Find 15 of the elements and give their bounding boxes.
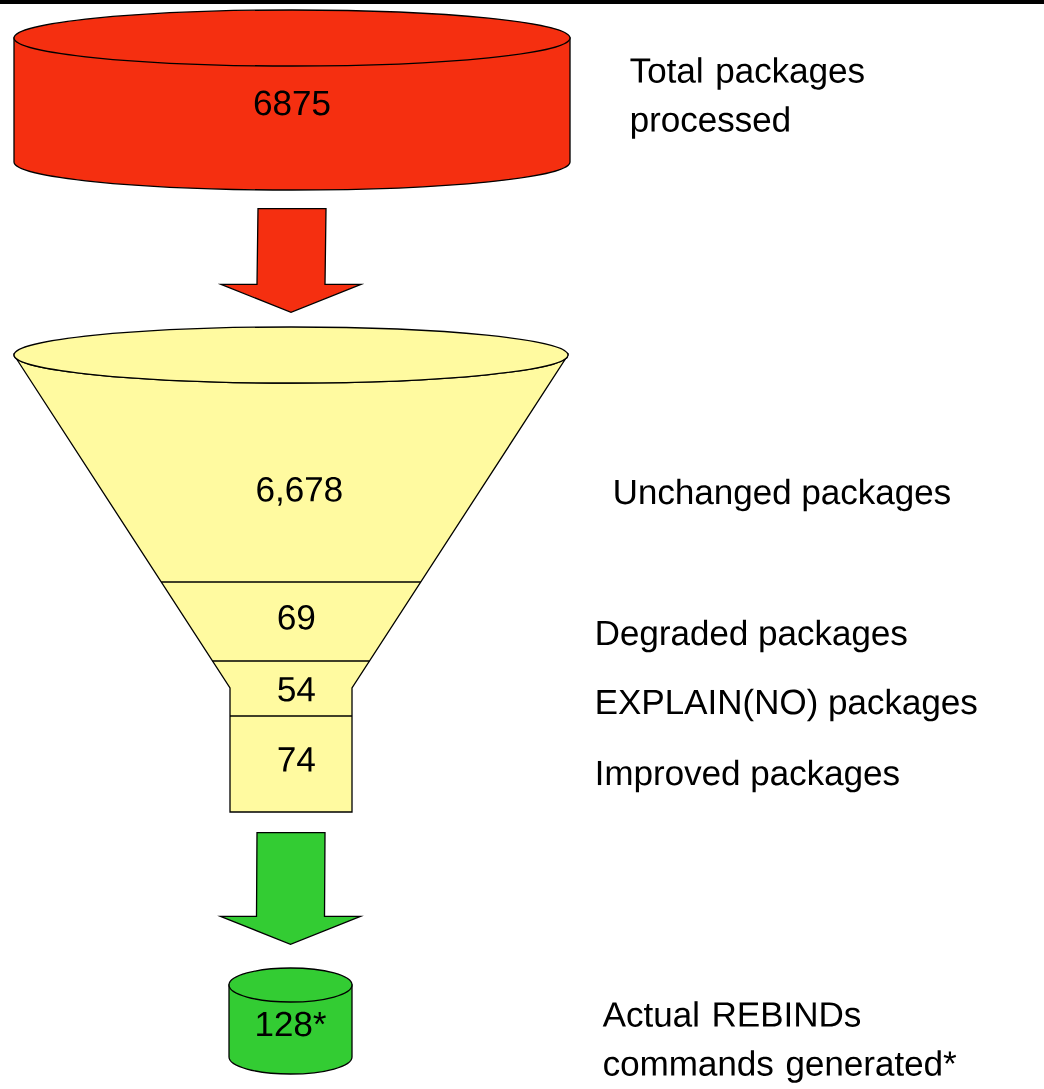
- label: Actual REBINDs commands generated*: [602, 1001, 957, 1083]
- block-arrow: [217, 208, 365, 314]
- label: Degraded packages: [597, 619, 907, 653]
- label: Total packages processed: [630, 57, 864, 139]
- cylinder: 128*: [228, 967, 353, 1075]
- label: EXPLAIN(NO) packages: [597, 688, 977, 722]
- funnel-section-value: 54: [278, 677, 315, 702]
- funnel-section-value: 74: [278, 747, 315, 772]
- label: Improved packages: [597, 759, 899, 793]
- label: Unchanged packages: [615, 478, 950, 512]
- funnel: [13, 326, 569, 813]
- funnel-section-value: 6,678: [257, 476, 342, 506]
- cylinder: 6875: [13, 9, 571, 191]
- funnel-section-value: 69: [278, 604, 315, 630]
- block-arrow: [217, 832, 364, 946]
